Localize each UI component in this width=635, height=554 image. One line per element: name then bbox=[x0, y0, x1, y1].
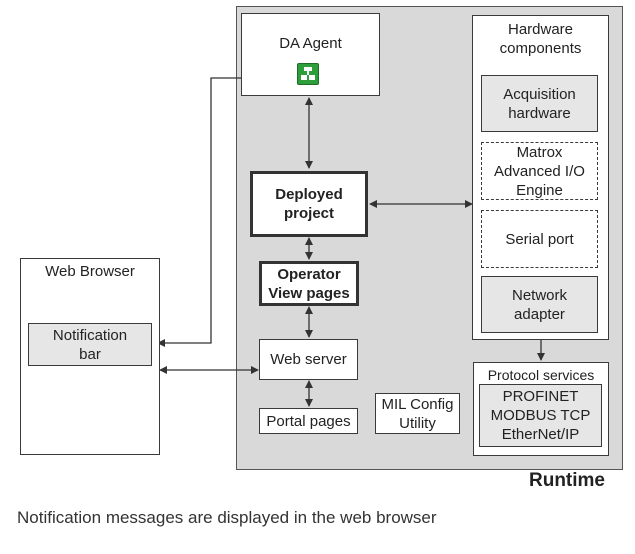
deployed-project-box: Deployed project bbox=[250, 171, 368, 237]
runtime-label: Runtime bbox=[529, 470, 605, 491]
protocol-list: PROFINET MODBUS TCP EtherNet/IP bbox=[490, 388, 591, 443]
web-server-box: Web server bbox=[259, 339, 358, 380]
serial-port-box: Serial port bbox=[481, 210, 598, 268]
figure-caption: Notification messages are displayed in t… bbox=[17, 508, 437, 527]
protocol-services-title: Protocol services bbox=[487, 367, 595, 383]
notification-bar: Notification bar bbox=[28, 323, 152, 366]
da-agent-app-icon bbox=[297, 63, 319, 85]
acquisition-hardware-box: Acquisition hardware bbox=[481, 75, 598, 132]
serial-port-label: Serial port bbox=[505, 230, 574, 248]
da-agent-box: DA Agent bbox=[241, 13, 380, 96]
web-browser-title: Web Browser bbox=[45, 263, 135, 280]
arrow-da-agent-notification-bar bbox=[157, 77, 242, 347]
hardware-components-title: Hardware components bbox=[499, 21, 582, 57]
web-server-label: Web server bbox=[270, 351, 347, 368]
mil-config-utility-label: MIL Config Utility bbox=[381, 395, 454, 432]
da-agent-label: DA Agent bbox=[279, 35, 342, 52]
protocol-list-box: PROFINET MODBUS TCP EtherNet/IP bbox=[479, 384, 602, 447]
notification-bar-label: Notification bar bbox=[52, 326, 128, 363]
acquisition-hardware-label: Acquisition hardware bbox=[503, 85, 576, 122]
portal-pages-label: Portal pages bbox=[266, 412, 351, 430]
matrox-advanced-io-engine-label: Matrox Advanced I/O Engine bbox=[494, 143, 585, 199]
network-adapter-label: Network adapter bbox=[511, 286, 567, 323]
network-adapter-box: Network adapter bbox=[481, 276, 598, 333]
mil-config-utility-box: MIL Config Utility bbox=[375, 393, 460, 434]
operator-view-pages-label: Operator View pages bbox=[268, 265, 350, 302]
matrox-advanced-io-engine-box: Matrox Advanced I/O Engine bbox=[481, 142, 598, 200]
deployed-project-label: Deployed project bbox=[275, 186, 343, 222]
operator-view-pages-box: Operator View pages bbox=[259, 261, 359, 306]
portal-pages-box: Portal pages bbox=[259, 408, 358, 434]
